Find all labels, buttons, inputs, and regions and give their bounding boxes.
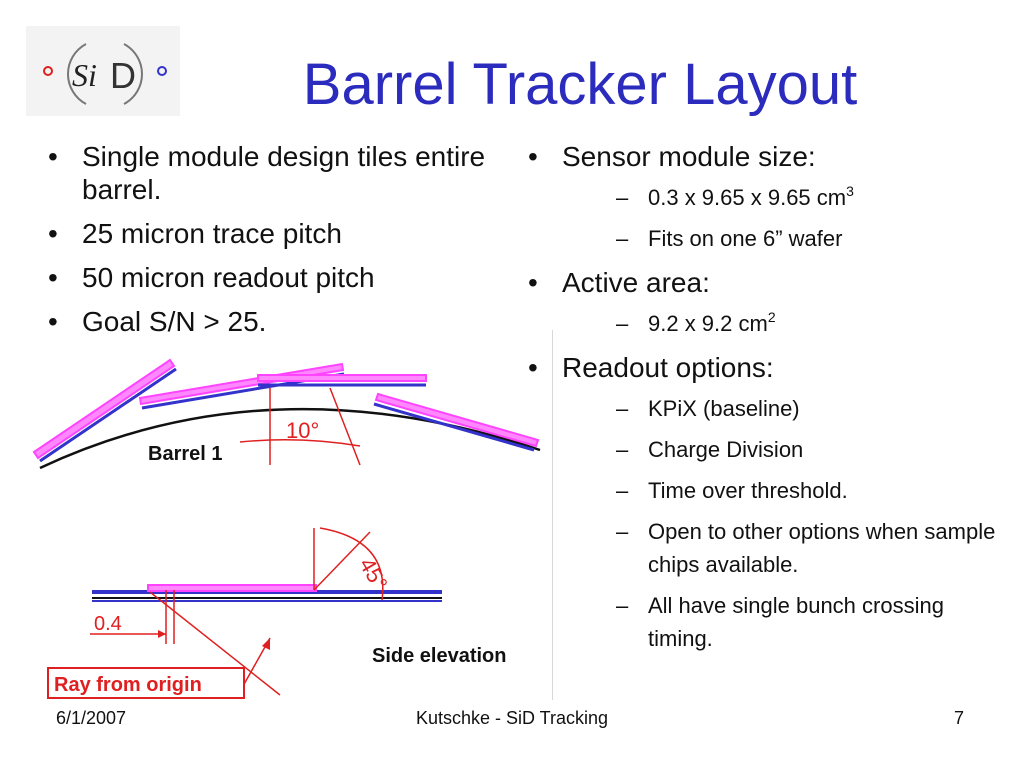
sub-bullet: –Charge Division	[616, 437, 804, 462]
sid-logo: Si D	[26, 26, 180, 116]
sub-bullet-text: All have single bunch crossing timing.	[648, 593, 944, 651]
logo-red-dot-icon	[43, 66, 53, 76]
column-divider	[552, 330, 553, 700]
ray-label: Ray from origin	[54, 674, 202, 696]
bullet-text: Sensor module size:	[562, 141, 816, 172]
sensor-module	[257, 374, 427, 387]
bullet-text: Readout options:	[562, 352, 774, 383]
barrel-layout-diagram: 10° Barrel 1 45° 0.4 Side elevation Ray …	[32, 358, 541, 699]
sub-bullet: –Fits on one 6” wafer	[616, 226, 843, 251]
sub-bullet: –Time over threshold.	[616, 478, 848, 503]
angle-label-45: 45°	[354, 553, 392, 594]
sub-bullet-text: Fits on one 6” wafer	[648, 226, 843, 251]
sub-bullet: –Open to other options when sample chips…	[616, 519, 996, 577]
sensor-module	[373, 392, 540, 452]
right-bullet: •Sensor module size: –0.3 x 9.65 x 9.65 …	[520, 140, 1000, 255]
side-sensor-module	[147, 584, 317, 592]
angle-label-10: 10°	[286, 418, 319, 443]
bullet-text: Active area:	[562, 267, 710, 298]
sub-bullet: –KPiX (baseline)	[616, 396, 800, 421]
left-bullet: •25 micron trace pitch	[48, 218, 342, 249]
sub-bullet-text: Open to other options when sample chips …	[648, 519, 996, 577]
bullet-text: 25 micron trace pitch	[82, 218, 342, 249]
slide-title: Barrel Tracker Layout	[302, 52, 858, 117]
bullet-text: 50 micron readout pitch	[82, 262, 375, 293]
sub-bullet: –9.2 x 9.2 cm2	[616, 309, 776, 336]
barrel-label: Barrel 1	[148, 443, 223, 465]
sub-bullet: –All have single bunch crossing timing.	[616, 593, 944, 651]
sensor-module	[32, 358, 177, 463]
logo-blue-dot-icon	[157, 66, 167, 76]
arrowhead-icon	[158, 630, 166, 638]
left-bullet: •Goal S/N > 25.	[48, 306, 267, 337]
footer-title: Kutschke - SiD Tracking	[415, 708, 609, 728]
bullet-text: Goal S/N > 25.	[82, 306, 267, 337]
right-bullet: •Readout options: –KPiX (baseline) –Char…	[520, 351, 1000, 655]
angle-line	[329, 387, 361, 466]
left-bullet: •50 micron readout pitch	[48, 262, 375, 293]
dimension-label: 0.4	[94, 613, 122, 635]
sub-bullet-text: KPiX (baseline)	[648, 396, 800, 421]
footer-date: 6/1/2007	[56, 708, 127, 728]
left-bullet: •Single module design tiles entire barre…	[48, 141, 486, 205]
sub-bullet-text: Charge Division	[648, 437, 804, 462]
sub-bullet-text: 9.2 x 9.2 cm	[648, 311, 768, 336]
ray-line	[149, 591, 281, 696]
logo-d-text: D	[110, 55, 136, 96]
superscript: 3	[846, 183, 854, 199]
sub-bullet: –0.3 x 9.65 x 9.65 cm3	[616, 183, 854, 210]
sub-bullet-text: Time over threshold.	[648, 478, 848, 503]
angle-line	[313, 531, 371, 591]
left-bullet-column: •Single module design tiles entire barre…	[40, 140, 500, 349]
right-bullet: •Active area: –9.2 x 9.2 cm2	[520, 266, 1000, 340]
arrowhead-icon	[262, 638, 270, 650]
angle-arc	[239, 439, 361, 447]
sub-bullet-text: 0.3 x 9.65 x 9.65 cm	[648, 185, 847, 210]
superscript: 2	[767, 309, 776, 325]
bullet-text: Single module design tiles entire barrel…	[82, 141, 486, 205]
angle-arc	[319, 527, 384, 601]
ray-label-box	[47, 667, 245, 699]
right-bullet-column: •Sensor module size: –0.3 x 9.65 x 9.65 …	[520, 140, 1000, 666]
logo-si-text: Si	[72, 57, 97, 93]
side-elevation-label: Side elevation	[372, 645, 507, 667]
page-number: 7	[953, 708, 964, 728]
